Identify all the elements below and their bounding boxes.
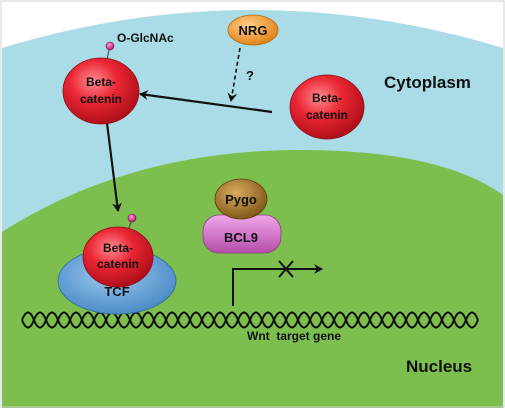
nrg-dashed-arrow xyxy=(227,47,241,102)
transcription-start-arrow xyxy=(232,264,323,306)
nucleus-label: Nucleus xyxy=(406,357,472,376)
beta-catenin-modified xyxy=(62,57,140,125)
o-glcnac-marker-icon xyxy=(105,41,115,51)
beta-catenin-modified-line-1: Beta- xyxy=(86,75,116,89)
pygo-label: Pygo xyxy=(225,192,257,207)
modification-arrow xyxy=(139,90,273,114)
dna-strand-b xyxy=(21,311,479,329)
o-glcnac-nuclear-marker-icon xyxy=(127,213,137,223)
beta-catenin-modified-line-2: catenin xyxy=(80,92,122,106)
question-mark: ? xyxy=(246,68,254,83)
nrg-molecule xyxy=(227,14,279,46)
bcl9-label: BCL9 xyxy=(224,230,258,245)
block-mark-stroke-2 xyxy=(278,260,294,278)
beta-catenin-free xyxy=(289,74,365,140)
tcf-label: TCF xyxy=(104,284,129,299)
nucleus-region xyxy=(2,150,503,408)
cytoplasm-label: Cytoplasm xyxy=(384,73,471,92)
beta-catenin-free-line-2: catenin xyxy=(306,108,348,122)
beta-catenin-free-line-1: Beta- xyxy=(312,91,342,105)
translocation-arrow xyxy=(105,122,122,212)
beta-catenin-nuclear-line-2: catenin xyxy=(97,257,139,271)
wnt-target-gene-label: Wnt target gene xyxy=(247,329,341,343)
beta-catenin-nuclear-line-1: Beta- xyxy=(103,241,133,255)
pygo-protein xyxy=(214,178,268,220)
o-glcnac-label: O-GlcNAc xyxy=(117,31,174,45)
nrg-label: NRG xyxy=(239,23,268,38)
beta-catenin-nuclear xyxy=(82,226,154,288)
